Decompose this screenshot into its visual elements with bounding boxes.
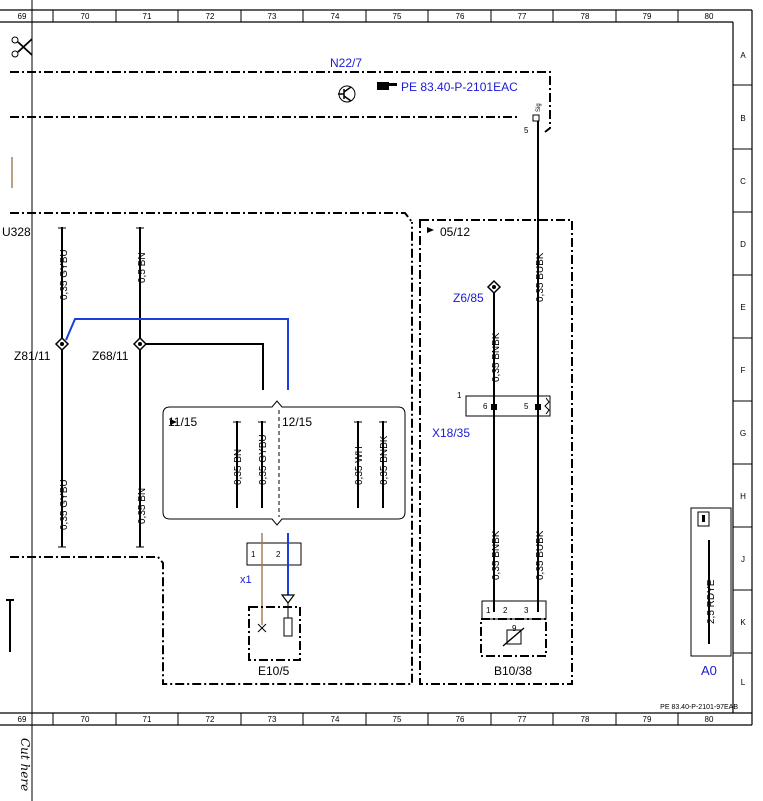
n22-7-label: N22/7 bbox=[330, 56, 362, 70]
wire-label: 0,35 BNBK bbox=[491, 332, 502, 382]
a0-wire-label: 2,5 RDYE bbox=[706, 579, 717, 624]
col-label: 75 bbox=[393, 715, 402, 724]
col-label: 78 bbox=[581, 12, 590, 21]
row-label: L bbox=[741, 678, 746, 687]
b10-38-pin3: 3 bbox=[524, 606, 529, 615]
col-label: 75 bbox=[393, 12, 402, 21]
column-ruler-top: 69 70 71 72 73 74 75 76 77 78 79 80 bbox=[18, 10, 714, 22]
col-label: 79 bbox=[643, 715, 652, 724]
wire-label: 0,5 BN bbox=[137, 252, 148, 283]
col-label: 76 bbox=[456, 12, 465, 21]
splice-z81-11: Z81/11 bbox=[14, 336, 70, 363]
e10-5-label: E10/5 bbox=[258, 664, 290, 678]
row-ruler: A B C D E F G H J K L bbox=[733, 51, 752, 687]
row-label: E bbox=[740, 303, 745, 312]
col-label: 72 bbox=[206, 715, 215, 724]
row-label: B bbox=[740, 114, 745, 123]
e10-5-lamp: 1 2 x1 E10/5 bbox=[240, 533, 302, 678]
row-label: G bbox=[740, 429, 746, 438]
wire-label: 0,35 GYBU bbox=[258, 434, 269, 485]
row-label: H bbox=[740, 492, 746, 501]
scissors-icon bbox=[11, 36, 33, 58]
pointing-hand-icon bbox=[377, 82, 397, 90]
col-label: 73 bbox=[268, 12, 277, 21]
sensor-symbol: 9 bbox=[512, 624, 517, 633]
x18-35-pin5: 5 bbox=[524, 402, 529, 411]
ref-12-15: 12/15 bbox=[282, 415, 312, 429]
x18-35-pin1: 1 bbox=[457, 391, 462, 400]
z68-11-label: Z68/11 bbox=[92, 349, 129, 363]
wire-label: 0,35 GYBU bbox=[59, 479, 70, 530]
u328-label: U328 bbox=[2, 225, 31, 239]
col-label: 71 bbox=[143, 715, 152, 724]
wire-label: 0,35 BNBK bbox=[379, 435, 390, 485]
col-label: 73 bbox=[268, 715, 277, 724]
x18-35-label: X18/35 bbox=[432, 426, 470, 440]
a0-label: A0 bbox=[701, 663, 717, 678]
b10-38-section: 05/12 0,35 BUBK 0,35 BUBK Z6/85 0,35 BNB… bbox=[419, 121, 573, 685]
wire-label: 0,35 BUBK bbox=[535, 530, 546, 580]
n22-7-pin: 5 bbox=[524, 126, 529, 135]
col-label: 80 bbox=[705, 715, 714, 724]
n22-7-pin-name: Sig bbox=[536, 103, 542, 112]
col-label: 80 bbox=[705, 12, 714, 21]
wire-label: 0,35 BN bbox=[233, 449, 244, 485]
x1-pin2: 2 bbox=[276, 550, 281, 559]
row-label: D bbox=[740, 240, 746, 249]
col-label: 74 bbox=[331, 12, 340, 21]
wire-label: 0,35 BN bbox=[137, 488, 148, 524]
row-label: C bbox=[740, 177, 746, 186]
x1-pin1: 1 bbox=[251, 550, 256, 559]
col-label: 79 bbox=[643, 12, 652, 21]
col-label: 72 bbox=[206, 12, 215, 21]
wire-stubs bbox=[233, 421, 387, 508]
b10-38-pin1: 1 bbox=[486, 606, 491, 615]
splice-z6-85: Z6/85 bbox=[453, 279, 502, 305]
b10-38-pin2: 2 bbox=[503, 606, 508, 615]
wire-label: 0,35 WH bbox=[354, 446, 365, 485]
sensor-icon: 9 bbox=[502, 624, 525, 647]
x1-label: x1 bbox=[240, 574, 252, 586]
col-label: 78 bbox=[581, 715, 590, 724]
col-label: 74 bbox=[331, 715, 340, 724]
n22-7-reference: PE 83.40-P-2101EAC bbox=[401, 80, 518, 94]
row-label: J bbox=[741, 555, 745, 564]
left-stubs bbox=[6, 599, 14, 652]
z6-85-label: Z6/85 bbox=[453, 291, 484, 305]
u328-section: U328 0,35 GYBU 0,35 GYBU 0,5 BN 0,35 BN … bbox=[2, 212, 413, 685]
row-label: A bbox=[740, 51, 746, 60]
connector-box-11-15: 11/15 12/15 0,35 BN 0,35 GYBU 0,35 WH 0,… bbox=[162, 400, 406, 526]
row-label: K bbox=[740, 618, 746, 627]
transistor-icon bbox=[338, 85, 356, 103]
col-label: 71 bbox=[143, 12, 152, 21]
cut-here-text: Cut here bbox=[18, 738, 32, 792]
col-label: 69 bbox=[18, 715, 27, 724]
col-label: 69 bbox=[18, 12, 27, 21]
col-label: 77 bbox=[518, 715, 527, 724]
col-label: 70 bbox=[81, 715, 90, 724]
ref-05-12: 05/12 bbox=[440, 225, 470, 239]
wire-label: 0,35 GYBU bbox=[59, 249, 70, 300]
x18-35-pin6: 6 bbox=[483, 402, 488, 411]
col-label: 77 bbox=[518, 12, 527, 21]
row-label: F bbox=[741, 366, 746, 375]
splice-z68-11: Z68/11 bbox=[92, 336, 148, 363]
col-label: 76 bbox=[456, 715, 465, 724]
drawing-code: PE 83.40-P-2101-97EAB bbox=[660, 704, 738, 711]
column-ruler-bottom: 69 70 71 72 73 74 75 76 77 78 79 80 PE 8… bbox=[18, 704, 738, 725]
wire-label: 0,35 BNBK bbox=[491, 530, 502, 580]
b10-38-label: B10/38 bbox=[494, 664, 532, 678]
wire-label: 0,35 BUBK bbox=[535, 252, 546, 302]
col-label: 70 bbox=[81, 12, 90, 21]
cut-here-note: Cut here bbox=[18, 738, 38, 798]
n22-7-module: N22/7 PE 83.40-P-2101EAC 5 Sig bbox=[10, 56, 551, 135]
a0-component: 2,5 RDYE A0 bbox=[690, 507, 732, 678]
z81-11-label: Z81/11 bbox=[14, 349, 51, 363]
ref-11-15: 11/15 bbox=[168, 415, 197, 429]
